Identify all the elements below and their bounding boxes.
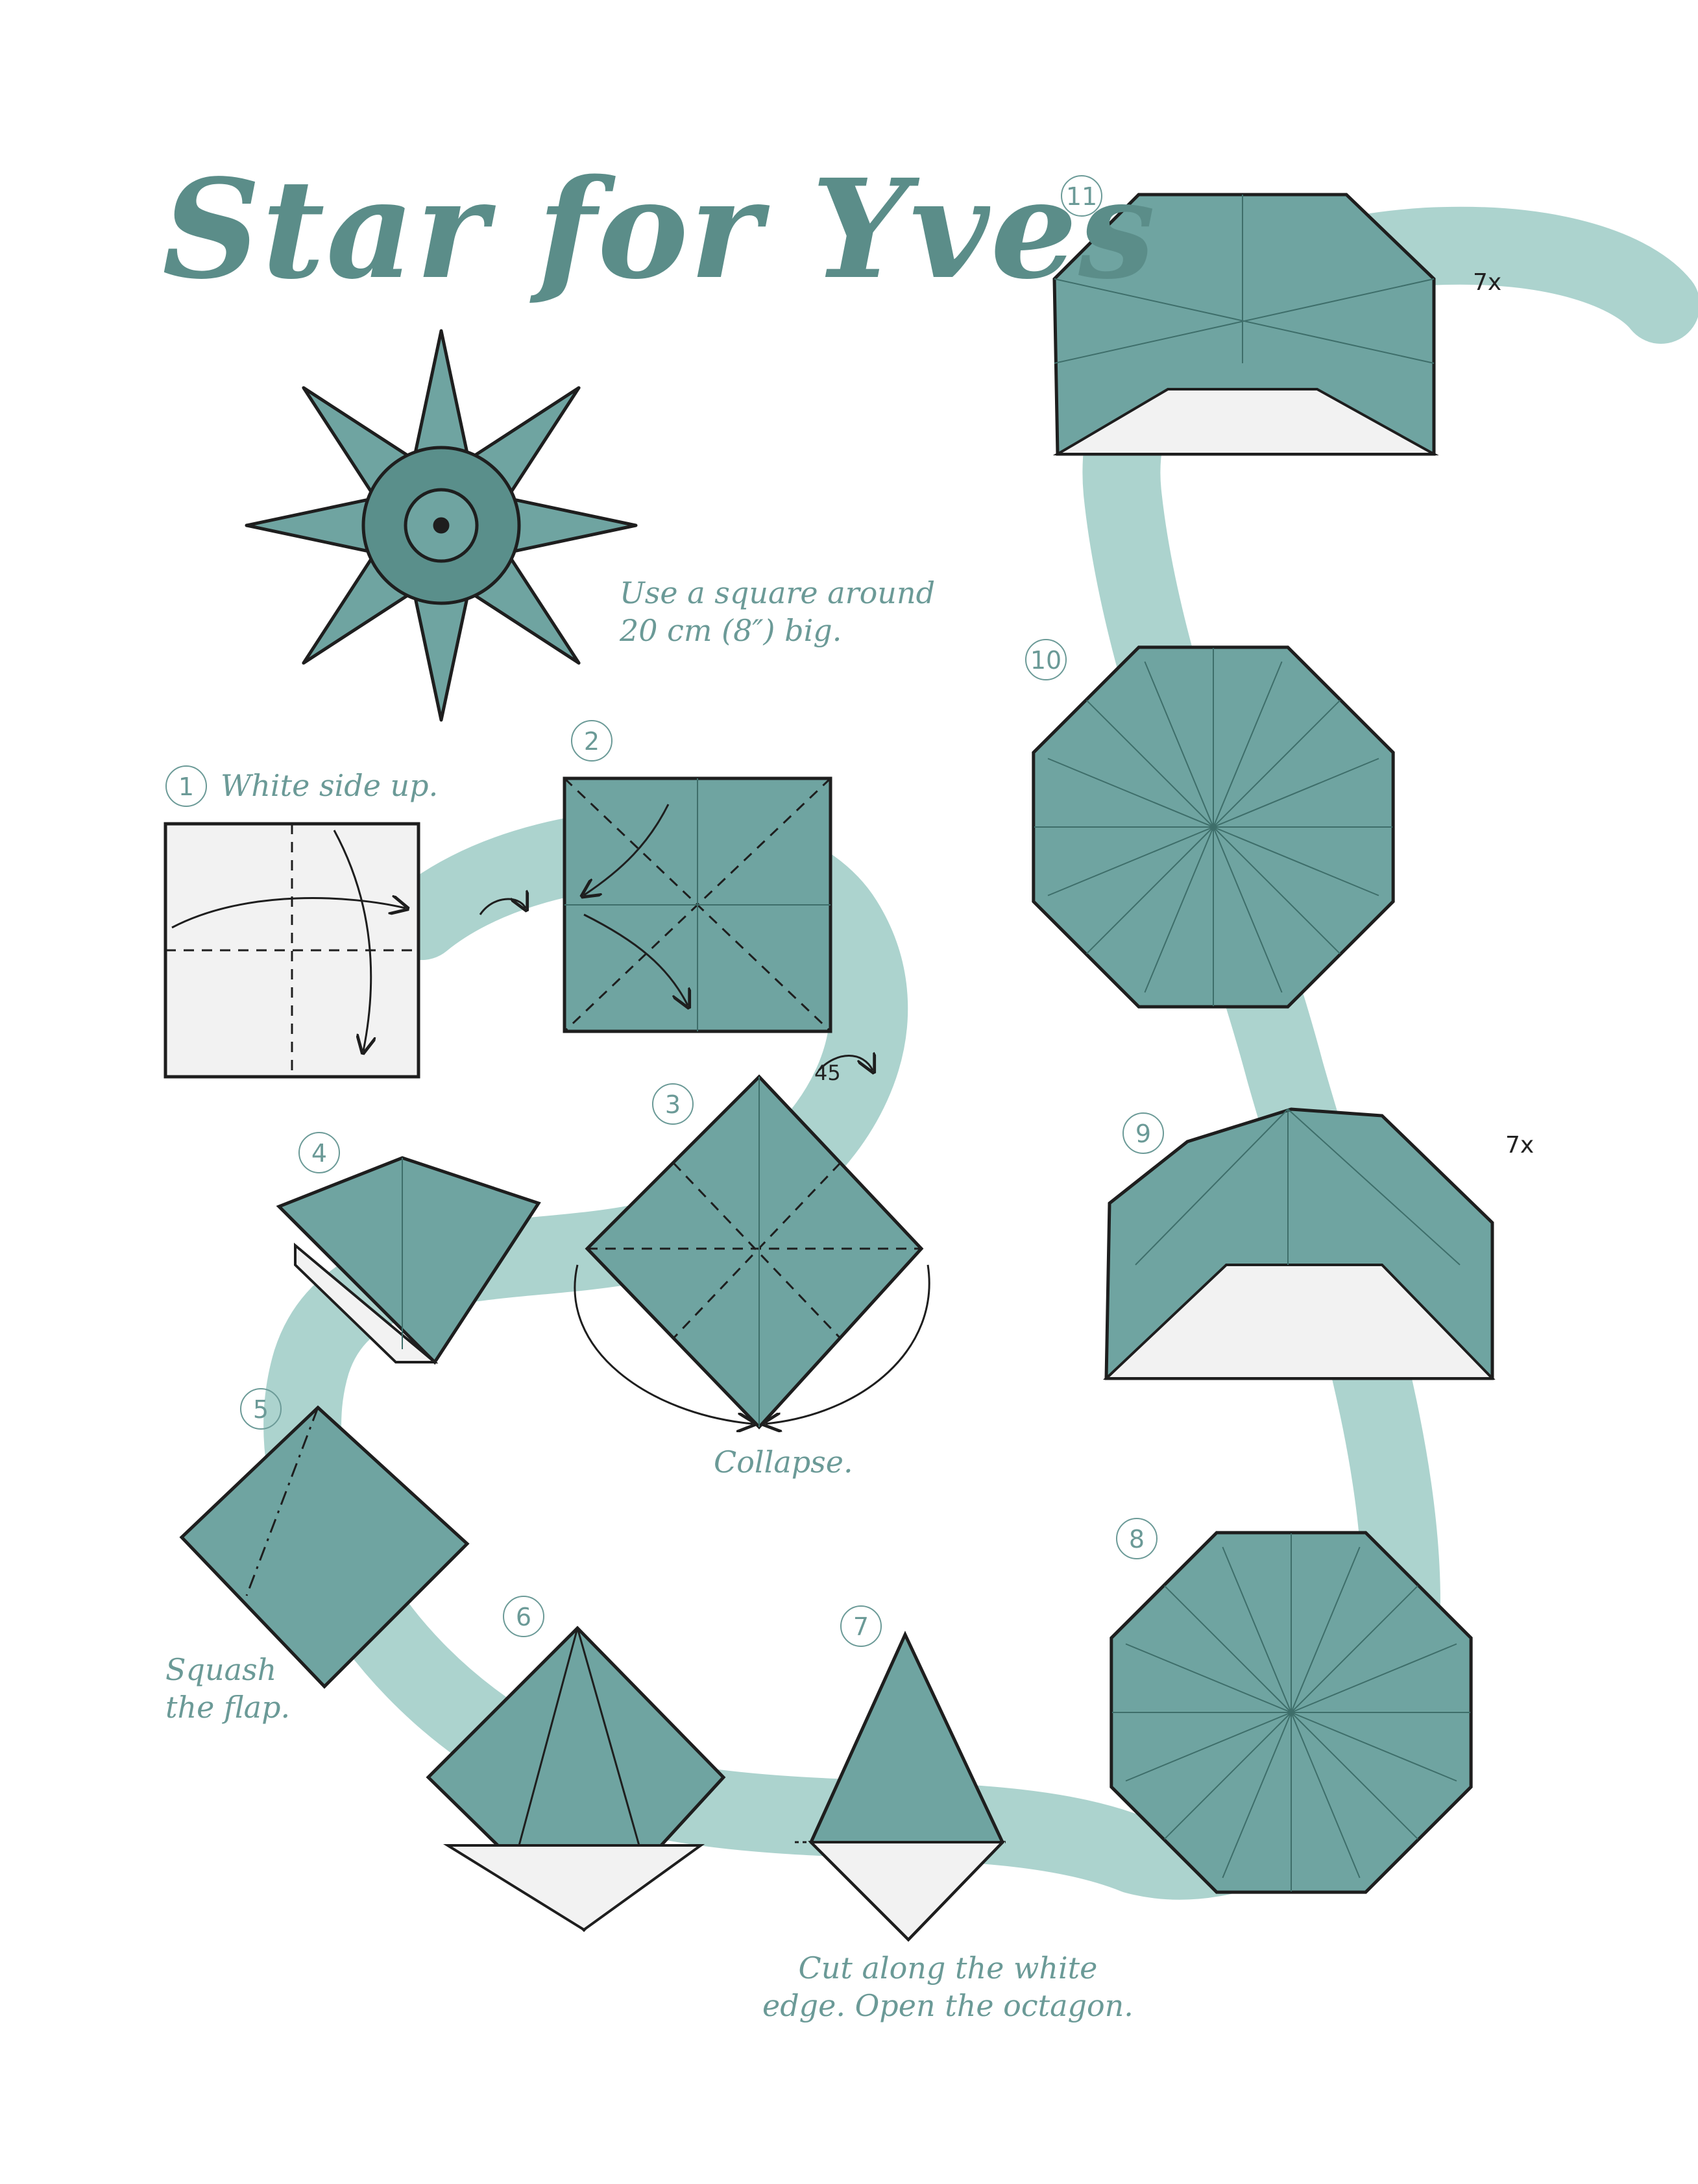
step-10-octagon <box>1032 645 1395 1009</box>
step-number-6: 6 <box>503 1596 544 1637</box>
step-number-9: 9 <box>1122 1112 1164 1154</box>
step-number-1: 1 <box>165 765 207 807</box>
step-11-pleated-shape <box>1052 193 1439 456</box>
step-4-preliminary-base <box>276 1156 541 1365</box>
step-number-4: 4 <box>298 1132 340 1173</box>
finished-star-model <box>245 329 638 722</box>
step-number-3: 3 <box>652 1083 694 1125</box>
rotate-label: 45 <box>814 1061 841 1085</box>
step-7-cut <box>795 1631 1006 1942</box>
step-5-caption-line-1: Squash <box>165 1652 277 1687</box>
paper-note: Use a square around 20 cm (8″) big. <box>620 574 935 649</box>
step-6-kite <box>426 1626 726 1932</box>
step-3-caption: Collapse. <box>714 1445 853 1480</box>
page-title: Star for Yves <box>162 149 1157 309</box>
step-8-octagon <box>1110 1531 1473 1894</box>
step-number-7: 7 <box>840 1605 882 1647</box>
step-3-diamond <box>574 1056 930 1428</box>
paper-note-line-1: Use a square around <box>620 575 936 610</box>
step-number-5: 5 <box>240 1388 282 1430</box>
step-number-8: 8 <box>1116 1518 1158 1559</box>
step-number-2: 2 <box>571 720 612 762</box>
step-number-10: 10 <box>1025 639 1067 680</box>
step-2-square <box>479 776 832 1033</box>
step-11-repeat-label: 7x <box>1473 269 1502 296</box>
step-7-caption: Cut along the white edge. Open the octag… <box>762 1949 1134 2024</box>
step-5-caption: Squash the flap. <box>165 1651 290 1726</box>
step-7-caption-line-1: Cut along the white <box>798 1950 1098 1986</box>
step-1-square <box>164 822 420 1079</box>
step-1-caption: White side up. <box>221 768 439 803</box>
paper-note-line-2: 20 cm (8″) big. <box>620 613 842 648</box>
step-5-squash <box>179 1405 470 1689</box>
step-5-caption-line-2: the flap. <box>165 1690 291 1725</box>
step-9-repeat-label: 7x <box>1505 1132 1534 1158</box>
step-7-caption-line-2: edge. Open the octagon. <box>762 1988 1134 2023</box>
step-number-11: 11 <box>1061 175 1102 217</box>
step-9-pleated-shape <box>1102 1107 1496 1380</box>
